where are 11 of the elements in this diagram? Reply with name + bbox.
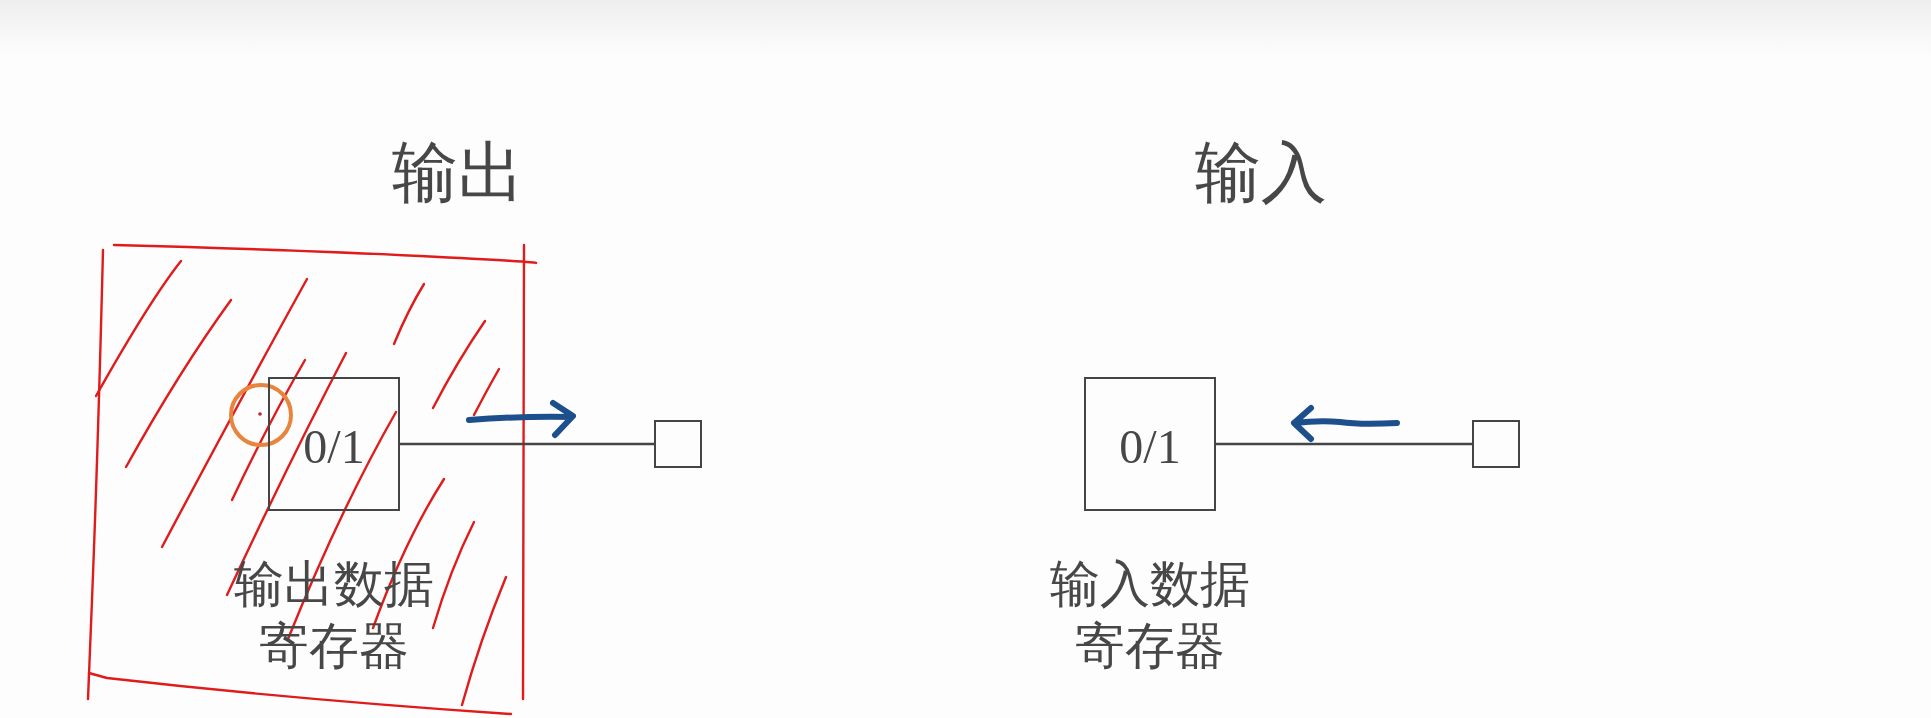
register-caption: 输入数据寄存器 [1049,555,1251,676]
connector-line [1216,442,1472,446]
register-box [268,377,400,511]
section-heading: 输入 [1195,135,1327,211]
register-value: 0/1 [1119,419,1181,475]
connector-line [400,442,654,446]
section-heading: 输出 [392,135,524,211]
register-box [1084,377,1216,511]
pin-box [1472,420,1520,468]
register-value: 0/1 [303,419,365,475]
pin-box [654,420,702,468]
